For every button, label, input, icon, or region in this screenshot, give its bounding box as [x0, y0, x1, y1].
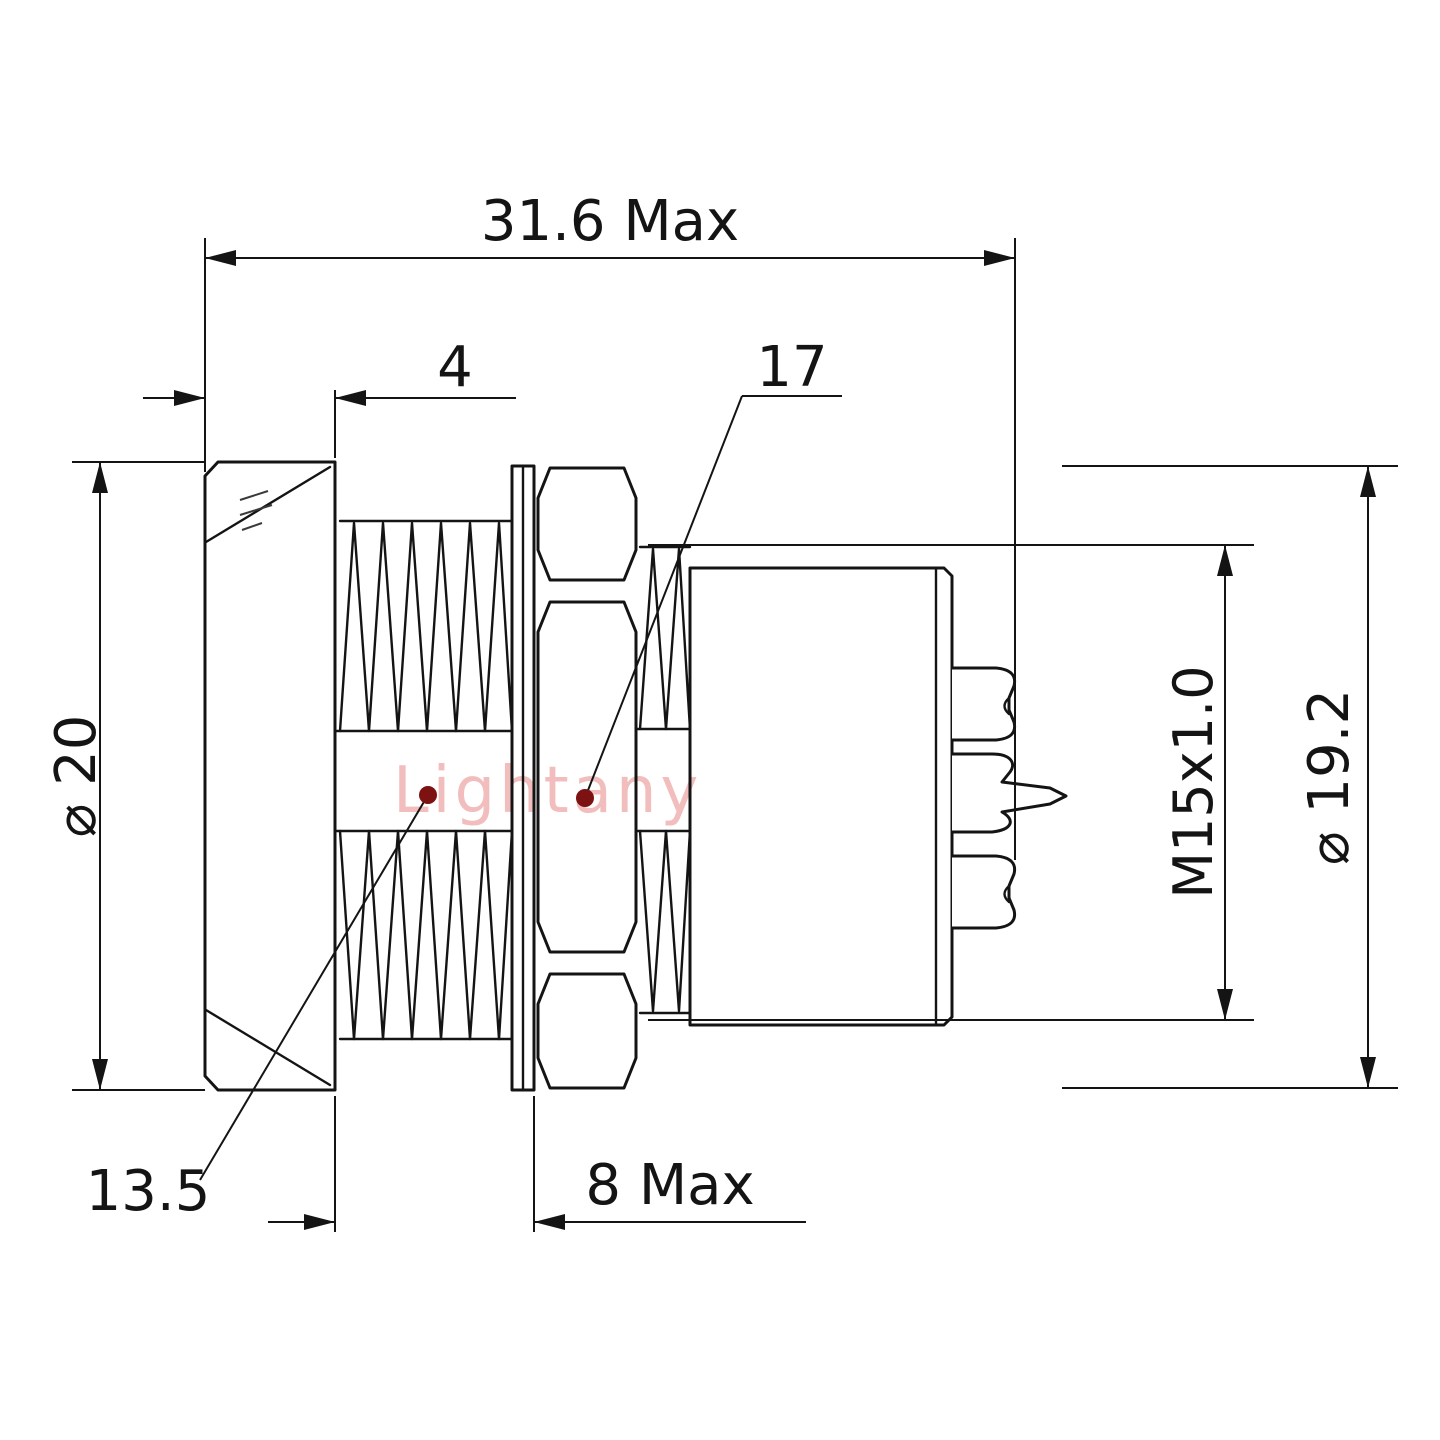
arrowhead-left: [304, 1214, 335, 1230]
rear-body: [688, 566, 954, 1027]
arrowhead-top: [92, 462, 108, 493]
flange-engraving: [239, 490, 273, 531]
dim-overall-length: 31.6 Max: [204, 189, 1016, 860]
dim-label-front-section: 13.5: [86, 1159, 211, 1224]
arrowhead-left: [205, 250, 236, 266]
solder-cup-upper-mouth: [1003, 696, 1011, 716]
thread-section-front: [333, 519, 514, 1041]
arrowhead-top: [1217, 545, 1233, 576]
dim-thread-spec: M15x1.0: [648, 544, 1254, 1021]
arrowhead-bottom: [1360, 1057, 1376, 1088]
hex-nut: [536, 466, 638, 1090]
lock-washer: [510, 464, 536, 1092]
rear-body-outline: [688, 566, 954, 1027]
solder-contacts: [952, 666, 1068, 930]
dim-label-hex-flats: 17: [756, 335, 827, 400]
leader-line: [199, 794, 429, 1181]
hex-nut-facet-bottom: [536, 972, 638, 1090]
solder-cup-lower-mouth: [1003, 884, 1011, 904]
dim-flange-thickness: 4: [143, 335, 516, 458]
dim-label-panel-max: 8 Max: [585, 1153, 754, 1218]
dim-label-flange-thickness: 4: [437, 335, 473, 400]
dim-label-thread-spec: M15x1.0: [1162, 665, 1225, 898]
arrowhead-top: [1360, 466, 1376, 497]
arrowhead-left: [174, 390, 205, 406]
dim-flange-diameter: ⌀ 20: [44, 461, 205, 1091]
flange-chamfer-bottom: [204, 1008, 332, 1087]
hex-nut-facet-middle: [536, 600, 638, 954]
thread-section-rear: [634, 545, 692, 1015]
solder-cup-upper: [952, 666, 1017, 742]
dim-label-outer-diameter: ⌀ 19.2: [1297, 689, 1362, 865]
center-contact-pin: [952, 752, 1068, 834]
watermark-text: Lightany: [393, 754, 702, 828]
hex-nut-facet-top: [536, 466, 638, 582]
thread-profile: [638, 829, 692, 1013]
dim-front-section: 13.5: [86, 786, 437, 1224]
dim-hex-flats: 17: [576, 335, 842, 807]
flange-outline: [203, 460, 337, 1092]
leader-line: [584, 395, 743, 799]
dim-label-overall-length: 31.6 Max: [481, 189, 739, 254]
leader-dot: [576, 789, 594, 807]
flange-chamfer-top: [204, 465, 332, 544]
connector-part: [203, 460, 1068, 1092]
leader-dot: [419, 786, 437, 804]
thread-profile: [338, 829, 514, 1041]
solder-cup-lower: [952, 854, 1017, 930]
dimensions: 31.6 Max 4 17 ⌀ 20: [44, 189, 1398, 1232]
arrowhead-right: [984, 250, 1015, 266]
arrowhead-bottom: [1217, 989, 1233, 1020]
dim-panel-max: 8 Max: [268, 1096, 806, 1232]
arrowhead-bottom: [92, 1059, 108, 1090]
dim-outer-diameter: ⌀ 19.2: [1062, 465, 1398, 1089]
arrowhead-right: [335, 390, 366, 406]
arrowhead-right: [534, 1214, 565, 1230]
thread-profile: [338, 521, 514, 733]
dim-label-flange-diameter: ⌀ 20: [44, 715, 109, 838]
